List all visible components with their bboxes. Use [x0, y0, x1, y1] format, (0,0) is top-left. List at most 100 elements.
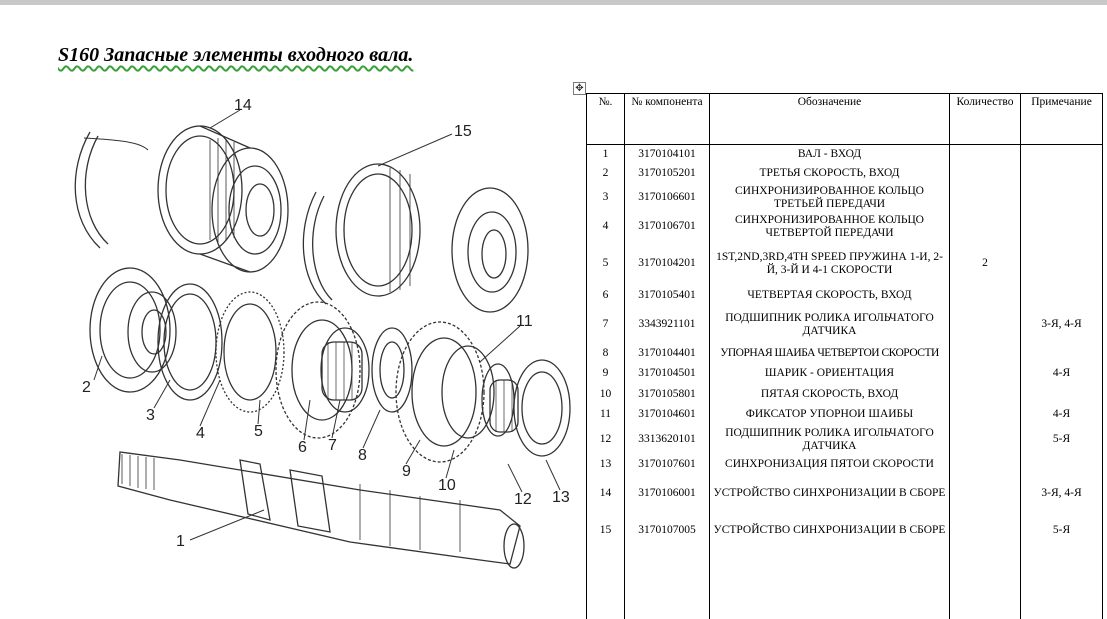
callout-12: 12: [514, 491, 532, 508]
table-row: 3 3170106601 СИНХРОНИЗИРОВАННОЕ КОЛЬЦО Т…: [586, 183, 1103, 212]
table-row: 11 3170104601 ФИКСАТОР УПОРНОИ ШАИБЫ 4-Я: [586, 404, 1103, 425]
cell-part: 3170104501: [624, 363, 710, 384]
header-note: Примечание: [1020, 93, 1103, 145]
callout-3: 3: [146, 407, 155, 424]
cell-part: 3170104601: [624, 404, 710, 425]
cell-no: 8: [586, 343, 625, 364]
cell-qty: [949, 424, 1021, 455]
ring-3-drawing: [157, 283, 223, 401]
cell-part: 3170106701: [624, 211, 710, 242]
cell-note: 5-Я: [1020, 424, 1103, 455]
window-top-bar: [0, 0, 1107, 5]
table-row: 12 3313620101 ПОДШИПНИК РОЛИКА ИГОЛЬЧАТО…: [586, 424, 1103, 455]
callout-11: 11: [516, 313, 533, 330]
cell-no: 12: [586, 424, 625, 455]
callout-5: 5: [254, 423, 263, 440]
cell-note: [1020, 183, 1103, 212]
cell-qty: [949, 474, 1021, 513]
callout-8: 8: [358, 447, 367, 464]
page-title: S160 Запасные элементы входного вала.: [58, 44, 414, 66]
table-row: 2 3170105201 ТРЕТЬЯ СКОРОСТЬ, ВХОД: [586, 163, 1103, 184]
cell-note: 3-Я, 4-Я: [1020, 305, 1103, 344]
synchronizer-15-drawing: [335, 163, 529, 313]
header-designation: Обозначение: [709, 93, 950, 145]
cell-part: 3170106601: [624, 183, 710, 212]
cell-note: 5-Я: [1020, 512, 1103, 549]
cell-no: 13: [586, 454, 625, 475]
table-row: 9 3170104501 ШАРИК - ОРИЕНТАЦИЯ 4-Я: [586, 363, 1103, 384]
input-shaft-1-drawing: [117, 451, 525, 569]
cell-qty: [949, 512, 1021, 549]
cell-no: 15: [586, 512, 625, 549]
cell-name: ШАРИК - ОРИЕНТАЦИЯ: [709, 363, 950, 384]
cell-no: 6: [586, 285, 625, 306]
cell-part: 3170104401: [624, 343, 710, 364]
cell-qty: [949, 144, 1021, 164]
cell-name: СИНХРОНИЗИРОВАННОЕ КОЛЬЦО ТРЕТЬЕЙ ПЕРЕДА…: [709, 183, 950, 212]
cell-part: 3170104101: [624, 144, 710, 164]
cell-name: ПОДШИПНИК РОЛИКА ИГОЛЬЧАТОГО ДАТЧИКА: [709, 424, 950, 455]
cell-part: 3313620101: [624, 424, 710, 455]
cell-no: 4: [586, 211, 625, 242]
cell-qty: [949, 163, 1021, 184]
callout-9: 9: [402, 463, 411, 480]
table-row: 13 3170107601 СИНХРОНИЗАЦИЯ ПЯТОИ СКОРОС…: [586, 454, 1103, 475]
synchro-13-drawing: [513, 359, 571, 457]
cell-note: 4-Я: [1020, 363, 1103, 384]
table-row: 6 3170105401 ЧЕТВЕРТАЯ СКОРОСТЬ, ВХОД: [586, 285, 1103, 306]
cell-name: ТРЕТЬЯ СКОРОСТЬ, ВХОД: [709, 163, 950, 184]
gear-6-drawing: [275, 301, 370, 439]
cell-qty: [949, 404, 1021, 425]
cell-name: УПОРНАЯ ШАИБА ЧЕТВЕРТОИ СКОРОСТИ: [709, 343, 950, 364]
table-row: 15 3170107005 УСТРОЙСТВО СИНХРОНИЗАЦИИ В…: [586, 512, 1103, 549]
header-quantity: Количество: [949, 93, 1021, 145]
cell-qty: [949, 363, 1021, 384]
cell-part: 3170107005: [624, 512, 710, 549]
cell-note: [1020, 383, 1103, 405]
gear-2-drawing: [89, 267, 177, 393]
callout-10: 10: [438, 477, 456, 494]
cell-qty: 2: [949, 241, 1021, 286]
table-move-handle-icon[interactable]: ✥: [573, 82, 586, 95]
cell-note: [1020, 343, 1103, 364]
cell-no: 1: [586, 144, 625, 164]
retainer-11-drawing: [481, 363, 515, 437]
cell-note: [1020, 454, 1103, 475]
cell-qty: [949, 183, 1021, 212]
header-part-number: № компонента: [624, 93, 710, 145]
cell-part: 3170105401: [624, 285, 710, 306]
cell-no: 7: [586, 305, 625, 344]
callout-6: 6: [298, 439, 307, 456]
cell-name: ЧЕТВЕРТАЯ СКОРОСТЬ, ВХОД: [709, 285, 950, 306]
cell-qty: [949, 343, 1021, 364]
cell-qty: [949, 211, 1021, 242]
cell-note: [1020, 241, 1103, 286]
callout-2: 2: [82, 379, 91, 396]
cell-name: ВАЛ - ВХОД: [709, 144, 950, 164]
table-header-row: №. № компонента Обозначение Количество П…: [586, 93, 1103, 145]
table-empty-row: [586, 548, 1103, 619]
cell-note: [1020, 285, 1103, 306]
callout-1: 1: [176, 533, 185, 550]
bearing-12-drawing: [489, 379, 519, 433]
callout-4: 4: [196, 425, 205, 442]
cell-name: СИНХРОНИЗАЦИЯ ПЯТОИ СКОРОСТИ: [709, 454, 950, 475]
cell-note: 4-Я: [1020, 404, 1103, 425]
bearing-7-drawing: [321, 341, 363, 401]
cell-part: 3170105801: [624, 383, 710, 405]
cell-note: 3-Я, 4-Я: [1020, 474, 1103, 513]
synchronizer-14-drawing: [157, 125, 289, 273]
cell-no: 9: [586, 363, 625, 384]
cell-no: 5: [586, 241, 625, 286]
cell-name: ПЯТАЯ СКОРОСТЬ, ВХОД: [709, 383, 950, 405]
cell-name: 1ST,2ND,3RD,4TH SPEED ПРУЖИНА 1-И, 2-Й, …: [709, 241, 950, 286]
cell-no: 10: [586, 383, 625, 405]
spring-5-drawing: [74, 131, 101, 249]
callout-13: 13: [552, 489, 570, 506]
cell-note: [1020, 211, 1103, 242]
cell-qty: [949, 285, 1021, 306]
callout-14: 14: [234, 97, 252, 114]
cell-note: [1020, 144, 1103, 164]
cell-note: [1020, 163, 1103, 184]
cell-qty: [949, 305, 1021, 344]
